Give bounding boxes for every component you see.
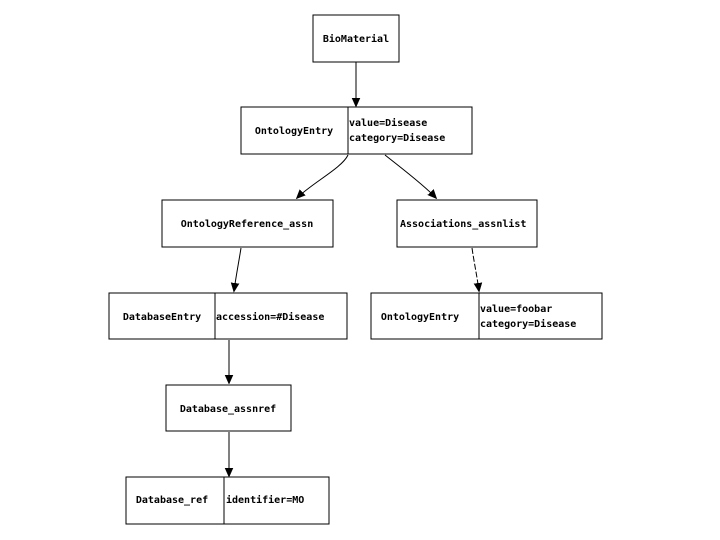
node-ontologyentry-disease-label: OntologyEntry	[255, 126, 333, 137]
node-databaseentry-accession: accession=#Disease	[216, 311, 324, 323]
node-ontologyentry-disease: OntologyEntry value=Disease category=Dis…	[240, 106, 473, 155]
node-associations-assnlist-label: Associations_assnlist	[400, 218, 526, 230]
node-database-ref-identifier: identifier=MO	[226, 494, 304, 506]
node-ontologyentry-disease-name-box	[240, 106, 349, 155]
node-ontologyentry-disease-value: value=Disease	[349, 117, 427, 129]
node-ontologyentry-foobar-value: value=foobar	[480, 304, 552, 315]
node-ontologyreference-assn: OntologyReference_assn	[161, 199, 334, 248]
node-databaseentry: DatabaseEntry accession=#Disease	[108, 292, 348, 340]
node-database-ref: Database_ref identifier=MO	[125, 476, 330, 525]
node-ontologyreference-assn-label: OntologyReference_assn	[181, 219, 313, 230]
node-database-assnref-label: Database_assnref	[180, 404, 276, 415]
node-database-ref-attr-box	[223, 476, 330, 525]
node-ontologyentry-foobar-name-box	[370, 292, 480, 340]
node-databaseentry-attr-box	[214, 292, 348, 340]
edge-ontologyreference-to-databaseentry	[234, 247, 242, 291]
node-ontologyentry-foobar-label: OntologyEntry	[381, 312, 459, 323]
node-ontologyentry-foobar: OntologyEntry value=foobar category=Dise…	[370, 292, 603, 340]
node-database-ref-label: Database_ref	[136, 495, 208, 506]
node-ontologyentry-foobar-category: category=Disease	[480, 318, 576, 330]
node-biomaterial-label: BioMaterial	[323, 33, 389, 45]
node-databaseentry-label: DatabaseEntry	[123, 312, 201, 323]
node-databaseentry-name-box	[108, 292, 216, 340]
node-ontologyentry-disease-attr-box	[347, 106, 473, 155]
node-ontologyreference-assn-box	[161, 199, 334, 248]
node-biomaterial: BioMaterial	[312, 14, 400, 63]
edge-associations-to-ontologyentry	[471, 247, 479, 291]
node-database-assnref: Database_assnref	[165, 384, 292, 432]
edge-ontologyentry-to-associations	[384, 154, 436, 198]
node-ontologyentry-foobar-attr-box	[478, 292, 603, 340]
node-ontologyentry-disease-category: category=Disease	[349, 132, 445, 144]
node-biomaterial-box	[312, 14, 400, 63]
node-associations-assnlist: Associations_assnlist	[396, 199, 538, 248]
edges-group	[229, 62, 479, 476]
edge-ontologyentry-to-ontologyreference	[297, 154, 349, 198]
node-associations-assnlist-box	[396, 199, 538, 248]
node-database-assnref-box	[165, 384, 292, 432]
